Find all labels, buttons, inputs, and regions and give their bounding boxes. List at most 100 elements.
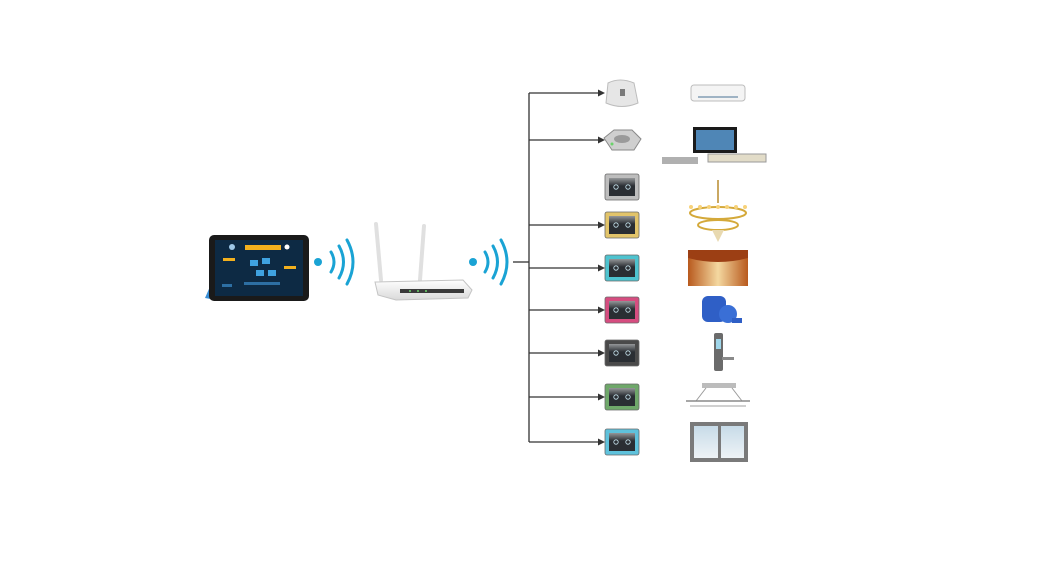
switch-touch-key [613,394,619,400]
switch-touch-key [613,439,619,445]
ac-body [690,84,746,102]
device-row-ir-blaster [529,127,767,164]
touch-switch-blue-icon [604,428,640,456]
wifi-wave-medium [337,244,345,280]
router-antenna-left [374,222,383,282]
ir-blaster-icon [603,129,642,151]
ir-led [610,142,614,146]
touch-switch-cyan-icon [604,254,640,282]
wifi-wave-medium [491,244,499,280]
chandelier-bulb [707,205,711,209]
router-icon [374,222,473,301]
curtain-valance [688,250,748,262]
connector-arrowhead [598,264,605,272]
switch-gloss [609,388,635,396]
switch-touch-key [625,265,631,271]
chandelier-icon [689,180,747,242]
branch-connectors [513,93,530,442]
rack-arm [731,387,743,402]
device-row-smart-plug [529,79,746,107]
tv-screen [696,130,734,150]
tablet-status-dot [284,244,290,250]
switch-touch-key [613,184,619,190]
switch-touch-key [625,439,631,445]
set-top-box [662,157,698,164]
chandelier-ring-lower [697,219,739,231]
chandelier-bulb [734,205,738,209]
touch-switch-gold-icon [604,211,640,239]
router-led-strip [400,289,464,293]
switch-gloss [609,433,635,441]
tablet-button [250,260,258,266]
ac-split-unit [707,153,767,163]
touch-switch-pink-icon [604,296,640,324]
device-row-touch-switch-silver [604,173,640,201]
router-led [417,290,419,292]
tablet-button [268,270,276,276]
router-antenna-right [418,224,426,282]
curtain-icon [688,250,748,286]
connector-arrowhead [598,89,605,97]
wifi-wave-small [329,250,336,274]
window-pane-left [694,426,718,458]
switch-touch-key [625,307,631,313]
wifi-signal-icon [469,238,509,286]
connector-arrowhead [598,306,605,314]
switch-touch-key [625,394,631,400]
tablet-button [256,270,264,276]
wifi-signal-icon [314,238,355,286]
tablet-bottom-bar-left [222,284,232,287]
chandelier-bulb [743,205,747,209]
device-row-touch-switch-pink [529,296,742,324]
device-list [529,79,767,462]
switch-gloss [609,344,635,352]
switch-touch-key [613,350,619,356]
switch-touch-key [613,307,619,313]
wifi-dot [469,258,477,266]
router-led [425,290,427,292]
switch-gloss [609,301,635,309]
tablet-logo [229,244,235,250]
wifi-wave-small [483,250,490,274]
device-row-touch-switch-gold [529,180,747,242]
tablet-side-label-right [284,266,296,269]
lock-display [716,339,721,349]
device-row-touch-switch-cyan [529,250,748,286]
connector-arrowhead [598,349,605,357]
touch-switch-green-icon [604,383,640,411]
tv-and-set-top-box-icon [662,127,767,164]
device-row-touch-switch-green [529,383,750,411]
touch-switch-dark-icon [604,339,640,367]
rack-arm [695,387,707,402]
lock-plate [714,333,723,371]
chandelier-bulb [725,205,729,209]
wifi-wave-large [499,238,509,286]
clothes-drying-rack-icon [686,383,750,407]
switch-touch-key [613,265,619,271]
tablet-bottom-bar [244,282,280,285]
rack-top [702,383,736,388]
plug-socket [620,89,625,96]
switch-gloss [609,178,635,186]
wifi-dot [314,258,322,266]
switch-touch-key [613,222,619,228]
air-conditioner-icon [690,84,746,102]
tablet-controller-icon [205,235,309,301]
touch-switch-silver-icon [604,173,640,201]
device-row-touch-switch-blue [529,422,748,462]
wifi-wave-large [345,238,355,286]
chandelier-bulb [689,205,693,209]
tablet-button [262,258,270,264]
tablet-header-bar [245,245,281,250]
switch-touch-key [625,222,631,228]
switch-touch-key [625,350,631,356]
chandelier-bulb [698,205,702,209]
window-icon [690,422,748,462]
device-row-touch-switch-dark [529,333,734,371]
window-pane-right [721,426,744,458]
switch-gloss [609,259,635,267]
pump-outlet [732,318,742,323]
smart-plug-icon [605,79,639,107]
